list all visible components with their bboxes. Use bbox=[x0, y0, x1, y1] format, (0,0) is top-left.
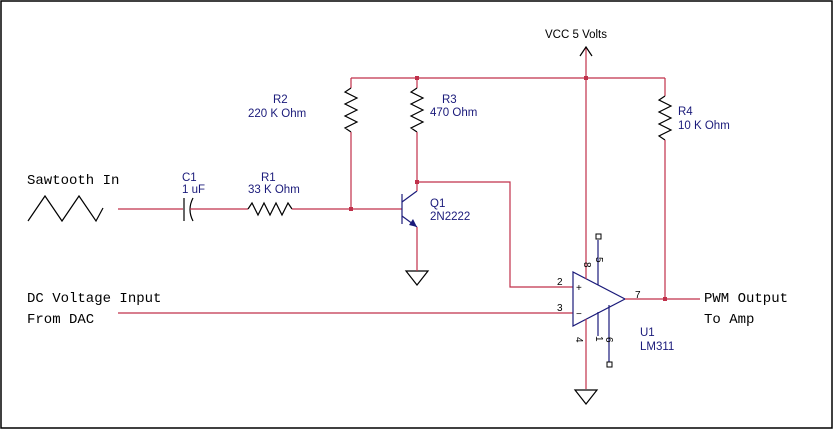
r2-resistor bbox=[343, 78, 359, 209]
pin-5-label: 5 bbox=[593, 257, 604, 263]
dc-input-label-2: From DAC bbox=[27, 312, 94, 328]
vcc-symbol bbox=[579, 45, 593, 78]
dc-input-label-1: DC Voltage Input bbox=[27, 291, 161, 307]
r2-value: 220 K Ohm bbox=[248, 108, 306, 120]
r4-value: 10 K Ohm bbox=[678, 120, 730, 132]
pwm-output-label-1: PWM Output bbox=[704, 291, 788, 307]
pin-7-label: 7 bbox=[635, 290, 641, 301]
pin-1-label: 1 bbox=[593, 336, 604, 342]
pin-6-label: 6 bbox=[603, 337, 614, 343]
pin-4-label: 4 bbox=[573, 337, 584, 343]
r3-value: 470 Ohm bbox=[430, 107, 477, 119]
c1-ref: C1 bbox=[182, 172, 197, 184]
ground-icon-q1 bbox=[404, 270, 430, 286]
r2-ref: R2 bbox=[273, 94, 288, 106]
u1-comparator bbox=[572, 78, 700, 389]
q1-transistor bbox=[401, 182, 418, 268]
u1-value: LM311 bbox=[640, 341, 674, 353]
r1-value: 33 K Ohm bbox=[248, 184, 300, 196]
sawtooth-waveform-icon bbox=[27, 194, 104, 223]
collector-wire bbox=[417, 181, 573, 288]
r1-ref: R1 bbox=[261, 172, 276, 184]
pin-8-label: 8 bbox=[581, 262, 592, 268]
pin-3-label: 3 bbox=[557, 303, 563, 314]
opamp-plus: + bbox=[576, 283, 582, 294]
opamp-minus: − bbox=[576, 309, 582, 320]
ground-icon-u1 bbox=[573, 389, 599, 405]
r3-ref: R3 bbox=[442, 94, 457, 106]
u1-ref: U1 bbox=[640, 327, 655, 339]
q1-value: 2N2222 bbox=[430, 211, 470, 223]
junction-dots bbox=[349, 76, 667, 301]
r3-resistor bbox=[409, 78, 425, 182]
r1-resistor bbox=[247, 201, 402, 217]
vcc-label: VCC 5 Volts bbox=[545, 29, 607, 41]
pin-2-label: 2 bbox=[557, 277, 563, 288]
sawtooth-label: Sawtooth In bbox=[27, 173, 119, 189]
pwm-output-label-2: To Amp bbox=[704, 312, 754, 328]
c1-value: 1 uF bbox=[182, 184, 205, 196]
r4-ref: R4 bbox=[678, 106, 693, 118]
q1-ref: Q1 bbox=[430, 198, 445, 210]
r4-resistor bbox=[657, 78, 673, 298]
